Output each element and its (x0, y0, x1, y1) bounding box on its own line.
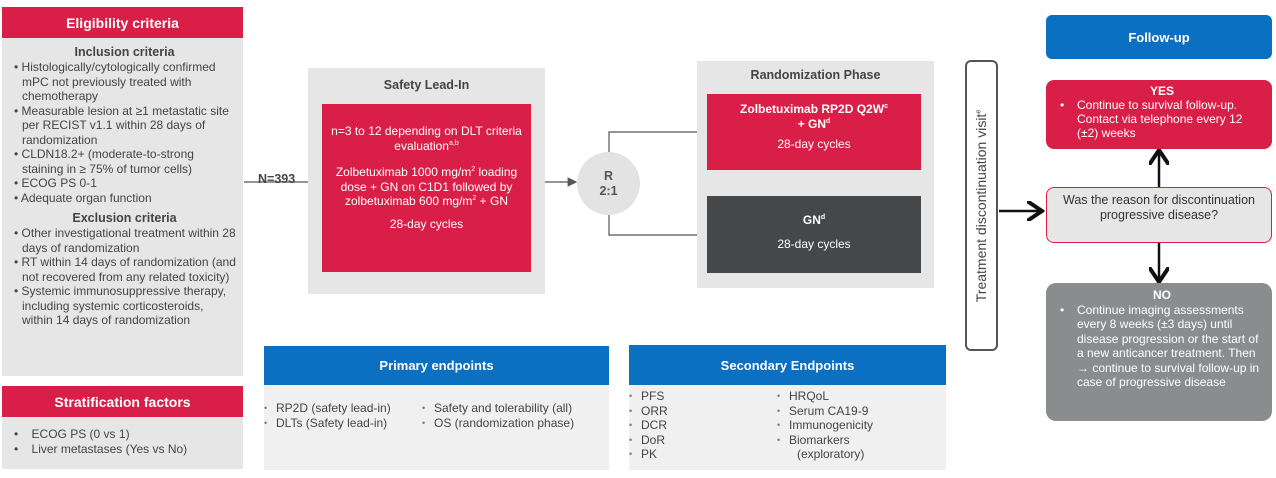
secondary-endpoint-item: DCR (637, 418, 785, 433)
secondary-endpoint-item: DoR (637, 433, 785, 448)
primary-endpoints-panel: RP2D (safety lead-in)DLTs (Safety lead-i… (264, 385, 609, 470)
primary-endpoint-item: OS (randomization phase) (430, 416, 574, 431)
arrow-to-arm1 (608, 127, 708, 152)
no-box: NO •Continue imaging assessments every 8… (1046, 283, 1272, 421)
cohort-size: n=3 to 12 depending on DLT criteria eval… (331, 124, 522, 153)
inclusion-item: • CLDN18.2+ (moderate-to-strong staining… (14, 147, 194, 176)
inclusion-list: • Histologically/cytologically confirmed… (12, 60, 237, 205)
randomization-title: Randomization Phase (750, 68, 881, 82)
inclusion-item: • Measurable lesion at ≥1 metastatic sit… (14, 103, 229, 147)
no-item: •Continue imaging assessments every 8 we… (1060, 302, 1260, 390)
primary-endpoint-item: RP2D (safety lead-in) (272, 401, 430, 416)
stratification-title: Stratification factors (54, 393, 191, 410)
secondary-endpoints-title: Secondary Endpoints (720, 357, 855, 373)
primary-endpoints-header: Primary endpoints (264, 346, 609, 385)
exclusion-item: • Systemic immunosuppressive therapy, in… (14, 284, 227, 327)
exclusion-item: • Other investigational treatment within… (14, 226, 236, 255)
inclusion-item: • Adequate organ function (14, 190, 152, 205)
primary-endpoint-item: DLTs (Safety lead-in) (272, 416, 430, 431)
primary-endpoint-item: Safety and tolerability (all) (430, 401, 574, 416)
secondary-endpoints-col2: HRQoLSerum CA19-9ImmunogenicityBiomarker… (785, 389, 895, 470)
arm-zolbetuximab: Zolbetuximab RP2D Q2Wc + GNd 28-day cycl… (707, 94, 921, 170)
stratification-item: • Liver metastases (Yes vs No) (14, 441, 188, 456)
yes-item: •Continue to survival follow-up. Contact… (1060, 98, 1243, 140)
inclusion-title: Inclusion criteria (74, 45, 175, 59)
secondary-endpoint-item: Serum CA19-9 (785, 404, 895, 419)
yes-title: YES (1149, 84, 1174, 98)
primary-endpoints-title: Primary endpoints (379, 358, 494, 373)
arrow-to-arm2 (608, 214, 708, 240)
exclusion-list: • Other investigational treatment within… (12, 226, 237, 328)
inclusion-item: • ECOG PS 0-1 (14, 176, 97, 190)
secondary-endpoints-panel: PFSORRDCRDoRPK HRQoLSerum CA19-9Immunoge… (629, 385, 946, 470)
eligibility-header: Eligibility criteria (2, 7, 243, 38)
stratification-list: • ECOG PS (0 vs 1)• Liver metastases (Ye… (12, 427, 243, 456)
safety-cycles: 28-day cycles (389, 216, 464, 231)
arm-gn: GNd 28-day cycles (707, 196, 921, 273)
primary-endpoints-col1: RP2D (safety lead-in)DLTs (Safety lead-i… (272, 401, 430, 470)
dosing-regimen: Zolbetuximab 1000 mg/m2 loading dose + G… (335, 165, 518, 208)
yes-box: YES •Continue to survival follow-up. Con… (1046, 80, 1272, 149)
safety-lead-in-title: Safety Lead-In (383, 78, 470, 92)
secondary-endpoint-item: Immunogenicity (785, 418, 895, 433)
exclusion-item: • RT within 14 days of randomization (an… (14, 255, 236, 284)
eligibility-title: Eligibility criteria (66, 14, 179, 31)
no-title: NO (1153, 288, 1171, 302)
secondary-endpoints-header: Secondary Endpoints (629, 345, 946, 385)
stratification-header: Stratification factors (2, 386, 243, 417)
stratification-panel: • ECOG PS (0 vs 1)• Liver metastases (Ye… (2, 417, 243, 469)
eligibility-panel: Inclusion criteria • Histologically/cyto… (2, 38, 243, 376)
exclusion-title: Exclusion criteria (72, 211, 177, 225)
secondary-endpoint-item: PFS (637, 389, 785, 404)
randomization-circle: R 2:1 (577, 152, 640, 215)
progression-question: Was the reason for discontinuation progr… (1046, 187, 1272, 243)
discontinuation-visit-box: Treatment discontinuation visite (965, 60, 998, 351)
inclusion-item: • Histologically/cytologically confirmed… (14, 60, 216, 103)
primary-endpoints-col2: Safety and tolerability (all)OS (randomi… (430, 401, 574, 470)
secondary-endpoint-item: PK (637, 447, 785, 462)
follow-up-title: Follow-up (1128, 29, 1190, 45)
secondary-endpoint-item: Biomarkers (exploratory) (785, 433, 895, 462)
discontinuation-label: Treatment discontinuation visite (973, 109, 990, 302)
safety-lead-in-box: n=3 to 12 depending on DLT criteria eval… (322, 104, 531, 272)
secondary-endpoint-item: ORR (637, 404, 785, 419)
secondary-endpoint-item: HRQoL (785, 389, 895, 404)
enrollment-label: N=393 (258, 172, 296, 186)
follow-up-header: Follow-up (1046, 15, 1272, 59)
secondary-endpoints-col1: PFSORRDCRDoRPK (637, 389, 785, 470)
stratification-item: • ECOG PS (0 vs 1) (14, 427, 130, 441)
